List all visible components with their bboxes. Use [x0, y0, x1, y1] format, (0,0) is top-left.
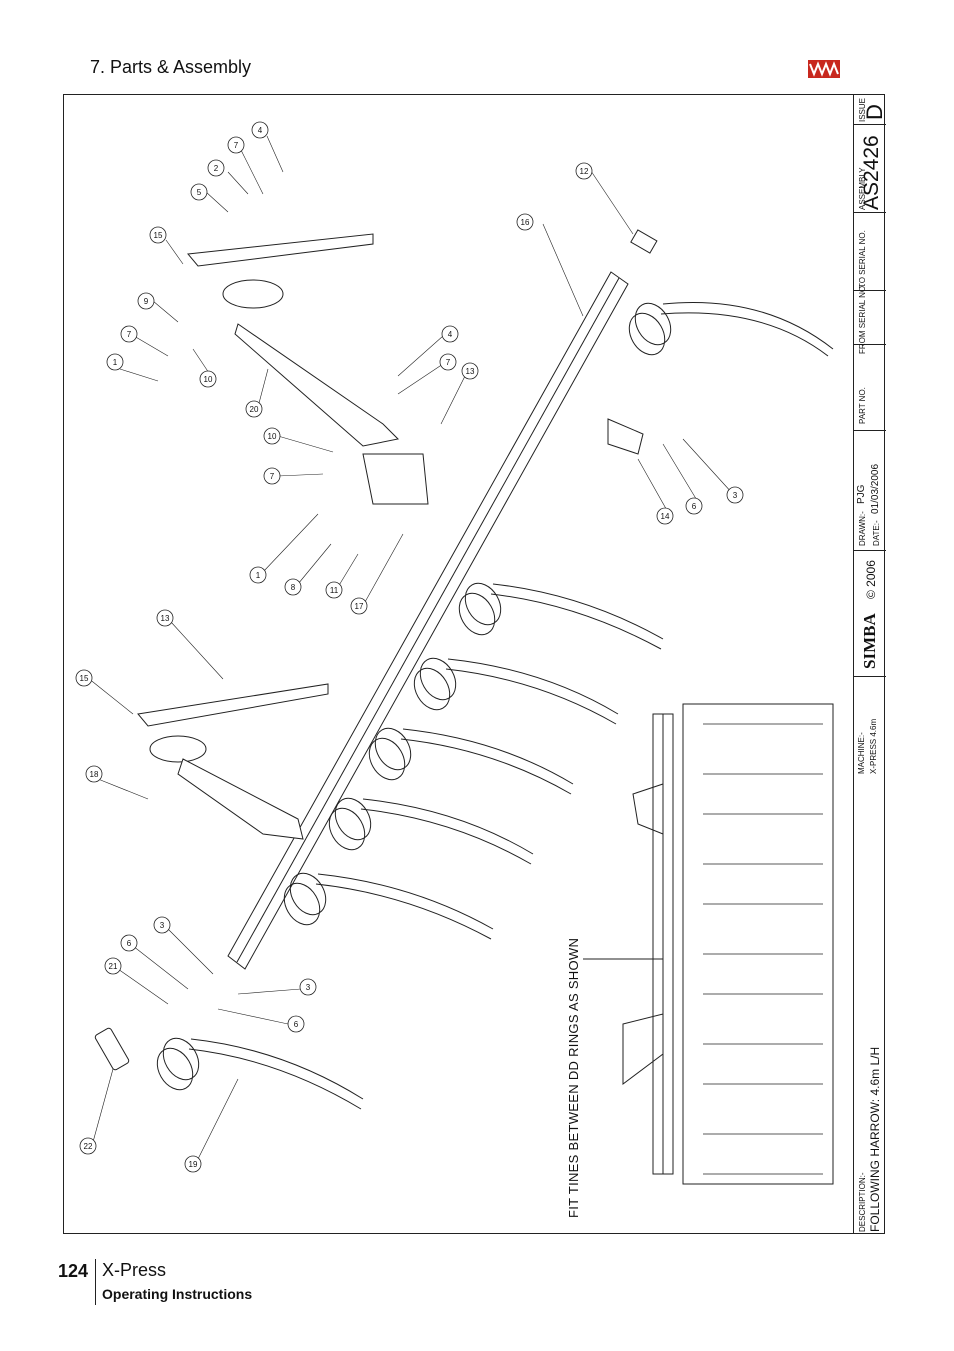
balloon-label: 5 — [197, 188, 202, 197]
balloon-label: 19 — [189, 1160, 198, 1169]
balloon-label: 13 — [161, 614, 170, 623]
footer-subtitle: Operating Instructions — [102, 1286, 253, 1302]
part-balloons: 4 7 2 5 15 9 7 1 10 20 16 12 4 7 13 10 7… — [80, 126, 738, 1169]
balloon-label: 6 — [692, 502, 697, 511]
balloon-label: 22 — [84, 1142, 93, 1151]
machine-label: MACHINE:- — [857, 732, 866, 774]
assembly-note: FIT TINES BETWEEN DD RINGS AS SHOWN — [566, 937, 581, 1218]
balloon-label: 2 — [214, 164, 219, 173]
simba-brand: SIMBA — [860, 613, 879, 669]
balloon-label: 18 — [90, 770, 99, 779]
drawing-frame — [63, 94, 885, 1234]
balloon-label: 1 — [256, 571, 261, 580]
date-label: DATE:- — [872, 520, 881, 546]
issue-value: D — [862, 104, 887, 120]
balloon-label: 3 — [160, 921, 165, 930]
to-serial-label: TO SERIAL NO. — [858, 230, 867, 288]
balloon-label: 15 — [154, 231, 163, 240]
footer-divider — [95, 1259, 96, 1305]
balloon-label: 3 — [306, 983, 311, 992]
balloon-label: 10 — [204, 375, 213, 384]
balloon-label: 4 — [448, 330, 453, 339]
balloon-label: 9 — [144, 297, 149, 306]
balloon-label: 16 — [521, 218, 530, 227]
balloon-label: 12 — [580, 167, 589, 176]
balloon-label: 14 — [661, 512, 670, 521]
copyright: © 2006 — [864, 560, 878, 599]
page-number: 124 — [58, 1261, 89, 1281]
balloon-label: 17 — [355, 602, 364, 611]
balloon-label: 7 — [270, 472, 275, 481]
title-block: ISSUE D ASSEMBLY AS2426 TO SERIAL NO. FR… — [853, 94, 887, 1234]
exploded-assembly-drawing: 4 7 2 5 15 9 7 1 10 20 16 12 4 7 13 10 7… — [75, 121, 834, 1185]
balloon-label: 7 — [446, 358, 451, 367]
machine-value: X-PRESS 4.6m — [869, 718, 878, 774]
from-serial-label: FROM SERIAL NO. — [858, 283, 867, 354]
balloon-label: 7 — [234, 141, 239, 150]
balloon-label: 6 — [127, 939, 132, 948]
drawn-value: PJG — [856, 484, 867, 504]
balloon-label: 15 — [80, 674, 89, 683]
page-header-title: 7. Parts & Assembly — [90, 57, 252, 77]
balloon-label: 4 — [258, 126, 263, 135]
balloon-label: 1 — [113, 358, 118, 367]
date-value: 01/03/2006 — [870, 463, 881, 514]
balloon-label: 8 — [291, 583, 296, 592]
balloon-label: 20 — [250, 405, 259, 414]
drawn-label: DRAWN:- — [858, 511, 867, 546]
balloon-label: 6 — [294, 1020, 299, 1029]
balloon-label: 11 — [330, 586, 339, 595]
balloon-label: 10 — [268, 432, 277, 441]
assembly-number: AS2426 — [860, 135, 883, 210]
simba-logo — [808, 60, 840, 78]
balloon-label: 21 — [109, 962, 118, 971]
description-label: DESCRIPTION:- — [858, 1172, 867, 1232]
part-no-label: PART NO. — [858, 387, 867, 424]
balloon-label: 7 — [127, 330, 132, 339]
description-value: FOLLOWING HARROW: 4.6m L/H — [868, 1046, 882, 1232]
footer-product: X-Press — [102, 1260, 167, 1280]
balloon-label: 3 — [733, 491, 738, 500]
balloon-label: 13 — [466, 367, 475, 376]
